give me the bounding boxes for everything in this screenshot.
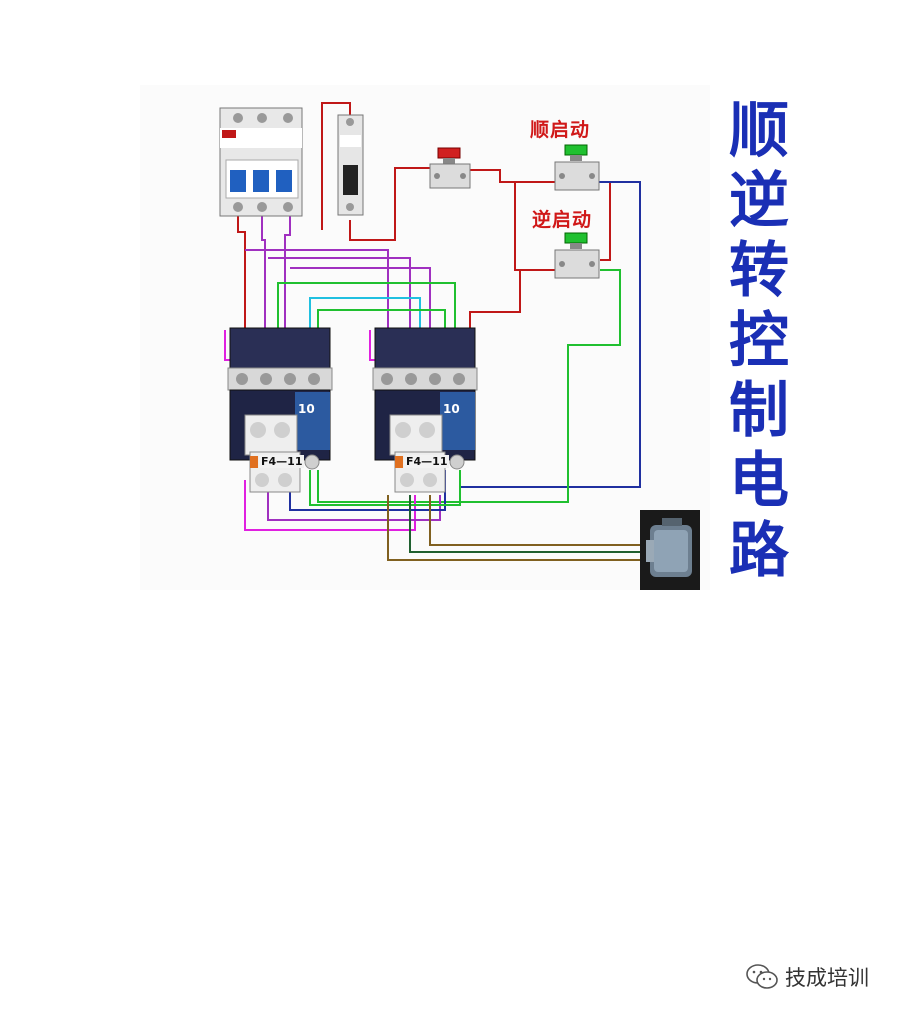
wire-l2: [261, 215, 266, 345]
wire-control-red: [321, 102, 351, 200]
title-char: 路: [729, 516, 789, 586]
wire-green: [309, 470, 461, 506]
wires: [224, 102, 641, 561]
forward-start-button: [554, 144, 600, 191]
title-char: 电: [729, 446, 789, 516]
stop-button: [429, 147, 471, 189]
title-char: 转: [729, 236, 789, 306]
watermark-text: 技成培训: [785, 966, 869, 990]
wire-purple: [267, 480, 441, 521]
wire-purple: [268, 257, 411, 345]
title-char: 逆: [729, 166, 789, 236]
contactor-reverse: [372, 327, 478, 493]
wire-olive: [387, 495, 640, 561]
wire-control-red: [470, 169, 555, 183]
wire-green: [317, 269, 621, 503]
wire-l1: [237, 215, 246, 345]
diagram-title: 顺 逆 转 控 制 电 路: [718, 96, 800, 586]
forward-start-label: 顺启动: [530, 119, 591, 141]
wire-purple: [290, 267, 431, 345]
watermark: 技成培训: [745, 962, 869, 992]
single-pole-breaker: [337, 114, 364, 216]
relay-reverse-tag: F4—11: [404, 455, 450, 468]
motor: [640, 510, 700, 590]
reverse-start-button: [554, 232, 600, 279]
wire-olive: [429, 495, 640, 546]
reverse-start-label: 逆启动: [532, 209, 593, 231]
wire-control-red: [469, 269, 555, 330]
three-pole-breaker: [219, 107, 303, 217]
wire-l3: [284, 215, 291, 345]
wire-control-red: [349, 167, 433, 241]
contactor-forward: [227, 327, 333, 493]
contactor-reverse-number: 10: [443, 402, 460, 416]
title-char: 顺: [729, 96, 789, 166]
contactor-forward-number: 10: [298, 402, 315, 416]
wire-purple: [245, 249, 389, 345]
wechat-icon: [746, 964, 778, 989]
relay-forward-tag: F4—11: [259, 455, 305, 468]
title-char: 制: [729, 376, 789, 446]
wire-magenta: [244, 480, 416, 531]
wire-olive: [409, 495, 640, 553]
title-char: 控: [729, 306, 789, 376]
